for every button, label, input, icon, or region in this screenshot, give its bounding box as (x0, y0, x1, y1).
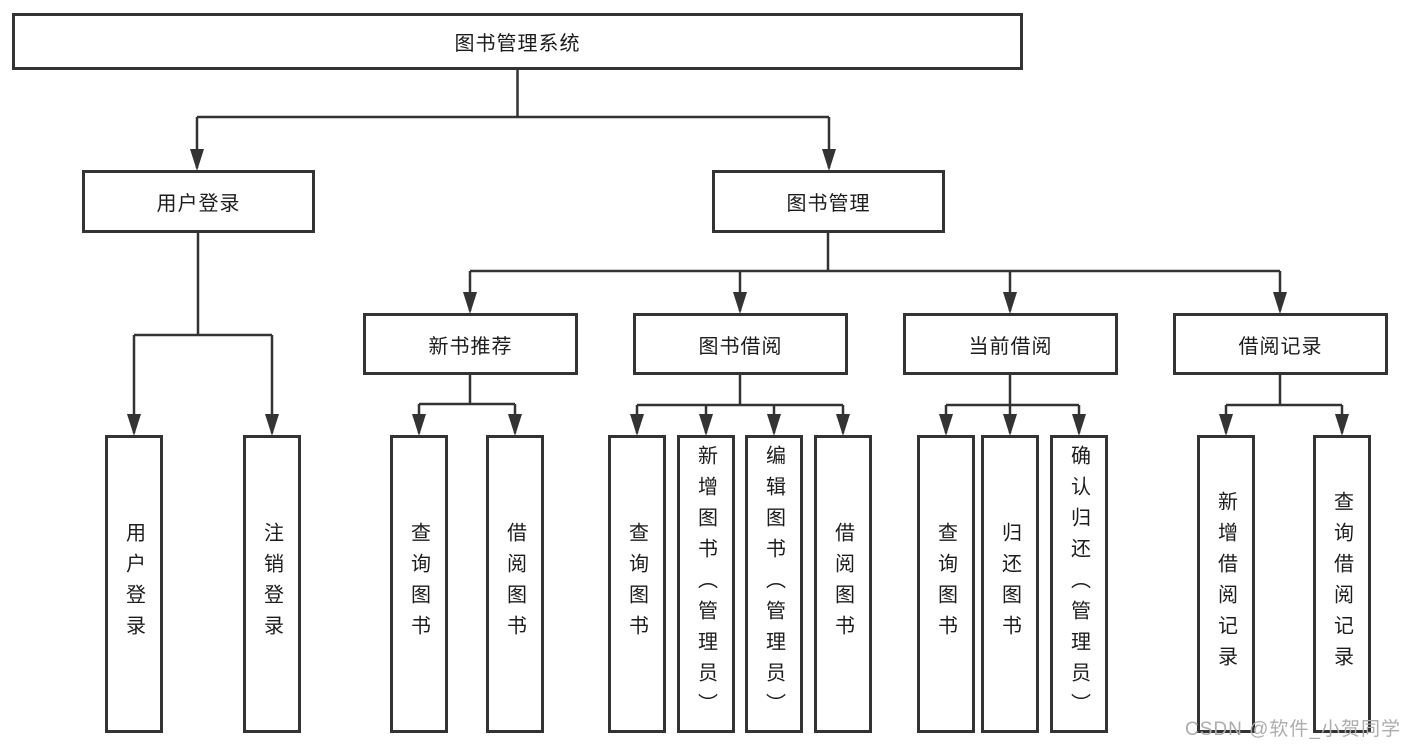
arrowhead (699, 414, 713, 436)
node-book-borrowing: 图书借阅 (633, 313, 848, 375)
arrowhead (1003, 414, 1017, 436)
leaf-add-borrow-record: 新增借阅记录 (1197, 435, 1255, 733)
arrowhead (1335, 414, 1349, 436)
node-borrowing-records: 借阅记录 (1173, 313, 1388, 375)
arrowhead (412, 414, 426, 436)
connector-user-login-children (132, 233, 274, 433)
arrowhead (630, 414, 644, 436)
arrowhead (939, 414, 953, 436)
leaf-user-login: 用户登录 (105, 435, 163, 733)
leaf-add-borrow-record-label: 新增借阅记录 (1214, 491, 1237, 677)
leaf-add-books-admin: 新增图书（管理员） (677, 435, 735, 733)
leaf-logout-label: 注销登录 (260, 522, 283, 646)
arrowhead (190, 149, 204, 171)
node-book-management-label: 图书管理 (786, 193, 871, 215)
node-current-borrowing: 当前借阅 (903, 313, 1118, 375)
leaf-borrow-books-recommend: 借阅图书 (486, 435, 544, 733)
leaf-add-books-admin-label: 新增图书（管理员） (694, 444, 717, 724)
connector-new-book-recommendation-children (417, 375, 517, 433)
leaf-borrow-books-recommend-label: 借阅图书 (503, 522, 526, 646)
leaf-query-borrow-record-label: 查询借阅记录 (1330, 491, 1353, 677)
connector-borrowing-records-children (1224, 375, 1344, 433)
arrowhead (508, 414, 522, 436)
node-root-label: 图书管理系统 (454, 33, 581, 55)
node-user-login-label: 用户登录 (156, 193, 241, 215)
arrowhead (463, 292, 477, 314)
connector-book-management-level3 (468, 233, 1282, 311)
leaf-borrow-books: 借阅图书 (814, 435, 872, 733)
leaf-logout: 注销登录 (243, 435, 301, 733)
arrowhead (1072, 414, 1086, 436)
csdn-watermark: CSDN @软件_小贺同学 (1185, 719, 1401, 740)
node-user-login: 用户登录 (82, 170, 315, 233)
leaf-confirm-return-admin-label: 确认归还（管理员） (1067, 444, 1090, 724)
arrowhead (265, 414, 279, 436)
leaf-confirm-return-admin: 确认归还（管理员） (1050, 435, 1108, 733)
arrowhead (1273, 292, 1287, 314)
leaf-query-books-borrow: 查询图书 (608, 435, 666, 733)
node-root: 图书管理系统 (12, 13, 1023, 70)
leaf-edit-books-admin: 编辑图书（管理员） (745, 435, 803, 733)
leaf-return-books: 归还图书 (981, 435, 1039, 733)
node-book-borrowing-label: 图书借阅 (698, 335, 783, 358)
leaf-query-books-borrow-label: 查询图书 (625, 522, 648, 646)
connector-root-to-level2 (195, 69, 831, 168)
arrowhead (127, 414, 141, 436)
node-new-book-recommendation-label: 新书推荐 (428, 335, 513, 358)
leaf-query-books-recommend: 查询图书 (390, 435, 448, 733)
node-current-borrowing-label: 当前借阅 (968, 335, 1053, 358)
leaf-user-login-label: 用户登录 (122, 522, 145, 646)
leaf-query-borrow-record: 查询借阅记录 (1313, 435, 1371, 733)
arrowhead (733, 292, 747, 314)
arrowhead (1219, 414, 1233, 436)
arrowhead (1003, 292, 1017, 314)
leaf-query-books-recommend-label: 查询图书 (407, 522, 430, 646)
arrowhead (822, 149, 836, 171)
leaf-query-books-current-label: 查询图书 (934, 522, 957, 646)
leaf-edit-books-admin-label: 编辑图书（管理员） (762, 444, 785, 724)
leaf-query-books-current: 查询图书 (917, 435, 975, 733)
arrowhead (767, 414, 781, 436)
leaf-return-books-label: 归还图书 (998, 522, 1021, 646)
leaf-borrow-books-label: 借阅图书 (831, 522, 854, 646)
node-book-management: 图书管理 (712, 170, 945, 233)
arrowhead (836, 414, 850, 436)
node-new-book-recommendation: 新书推荐 (363, 313, 578, 375)
connector-book-borrowing-children (635, 375, 845, 433)
node-borrowing-records-label: 借阅记录 (1238, 335, 1323, 358)
arrowheads (127, 149, 1349, 436)
